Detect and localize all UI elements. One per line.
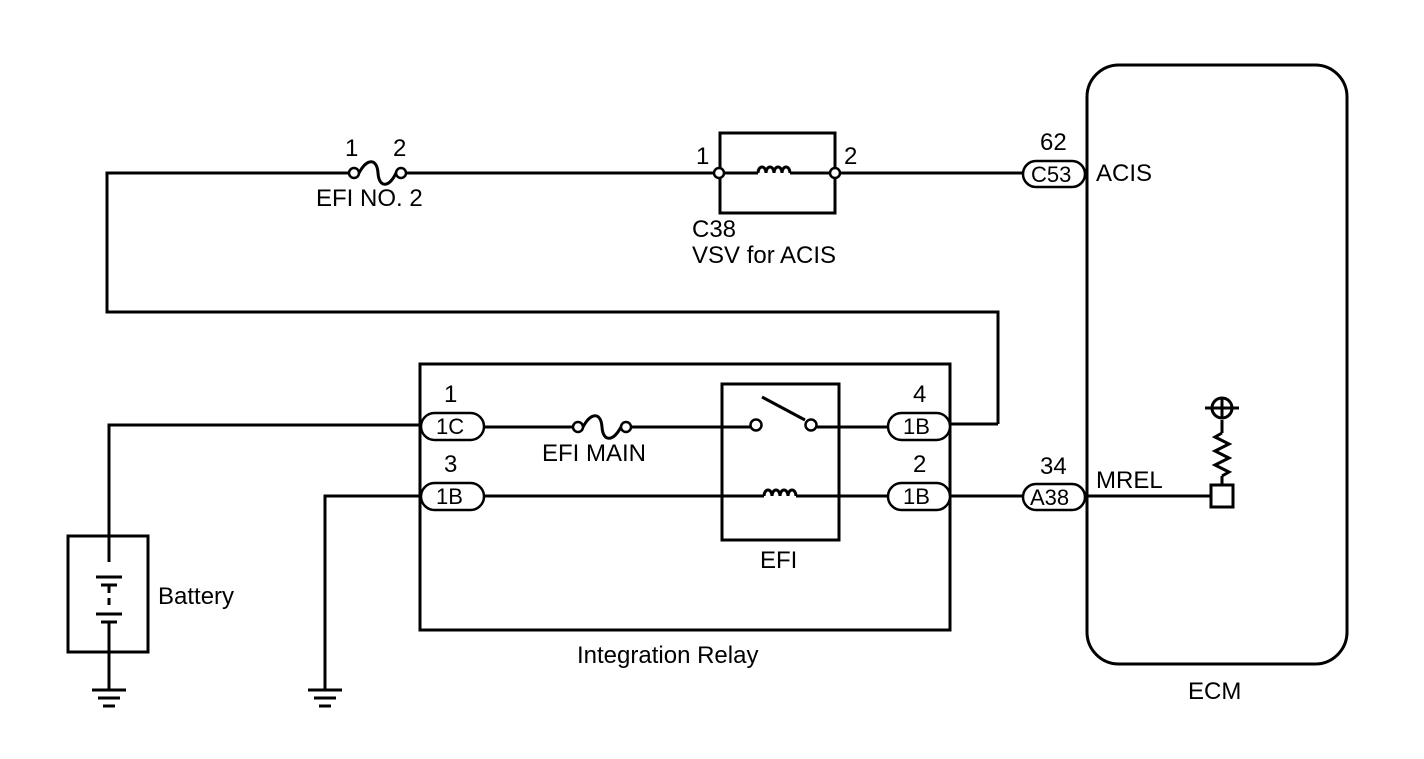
ecm-acis-pin: 62 [1040, 129, 1067, 156]
efi-relay-box [720, 382, 841, 542]
relay-power-line [484, 395, 888, 440]
fuse-efi-no2-pin-left: 1 [345, 135, 358, 162]
ecm-acis-signal: ACIS [1096, 160, 1152, 187]
relay-pin3-connector: 1B [436, 484, 463, 509]
ground-relay [308, 688, 342, 708]
efi-main-fuse-label: EFI MAIN [542, 440, 646, 467]
relay-pin4-num: 4 [913, 381, 926, 408]
ecm-acis-connector: C53 [1031, 162, 1071, 187]
wire-top [105, 171, 1024, 424]
battery-label: Battery [158, 583, 234, 610]
relay-pin3-num: 3 [444, 451, 457, 478]
relay-pin4-connector: 1B [903, 414, 930, 439]
relay-pin1-connector: 1C [436, 414, 464, 439]
ecm-label: ECM [1188, 678, 1241, 705]
vsv-code: C38 [692, 216, 736, 243]
battery-symbol [66, 534, 150, 654]
fuse-efi-no2-label: EFI NO. 2 [316, 185, 423, 212]
vsv-label: VSV for ACIS [692, 242, 836, 269]
fuse-efi-no2 [347, 160, 408, 186]
wire-battery [107, 423, 421, 690]
wire-pin3-ground [323, 494, 421, 690]
ground-battery [92, 688, 126, 708]
efi-relay-label: EFI [760, 547, 797, 574]
ecm-box [1085, 63, 1349, 666]
vsv-pin-right: 2 [844, 143, 857, 170]
relay-coil-line [484, 488, 888, 498]
relay-pin1-num: 1 [444, 381, 457, 408]
vsv-acis [712, 131, 842, 215]
connector-1b-pin4 [886, 411, 952, 442]
connector-1b-pin2 [886, 481, 952, 512]
connector-a38 [950, 482, 1087, 512]
ecm-mrel-signal: MREL [1096, 467, 1163, 494]
connector-c53 [1021, 159, 1087, 189]
ecm-mrel-pin: 34 [1040, 453, 1067, 480]
integration-relay-label: Integration Relay [577, 642, 758, 669]
vsv-pin-left: 1 [696, 143, 709, 170]
relay-pin2-num: 2 [913, 451, 926, 478]
fuse-efi-no2-pin-right: 2 [393, 135, 406, 162]
ecm-mrel-connector: A38 [1030, 485, 1069, 510]
ecm-internal-circuit [1085, 396, 1239, 509]
relay-pin2-connector: 1B [903, 484, 930, 509]
